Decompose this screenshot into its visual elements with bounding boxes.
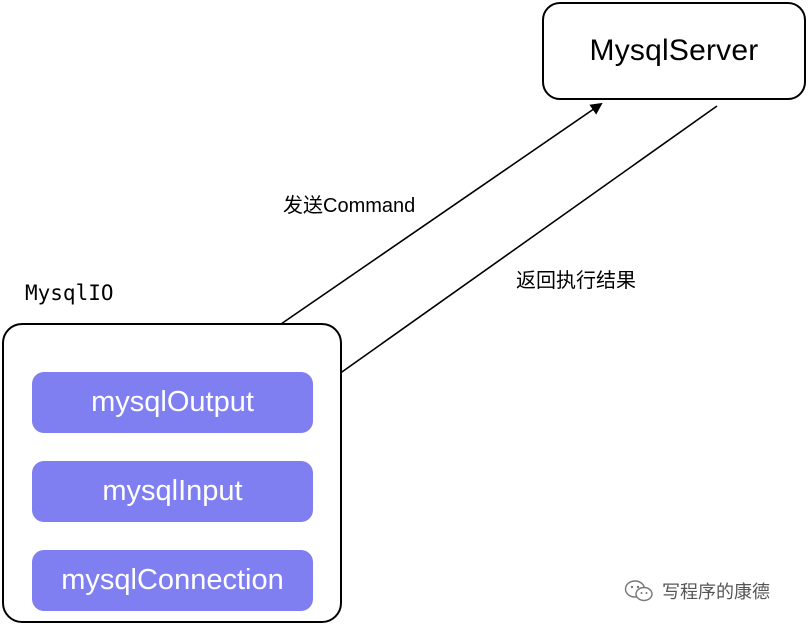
mysql-connection-node: mysqlConnection [32,550,313,611]
send-command-label: 发送Command [283,195,416,217]
mysql-connection-label: mysqlConnection [61,564,284,596]
mysql-input-label: mysqlInput [102,475,243,507]
mysql-io-title: MysqlIO [25,281,114,305]
mysql-server-label: MysqlServer [589,34,759,67]
return-result-label: 返回执行结果 [516,270,636,292]
watermark-text: 写程序的康德 [662,582,770,602]
wechat-icon [624,580,653,602]
mysql-server-node: MysqlServer [542,2,806,100]
mysql-output-node: mysqlOutput [32,372,313,433]
mysql-output-label: mysqlOutput [91,386,254,418]
watermark: 写程序的康德 [624,578,770,604]
mysql-input-node: mysqlInput [32,461,313,522]
